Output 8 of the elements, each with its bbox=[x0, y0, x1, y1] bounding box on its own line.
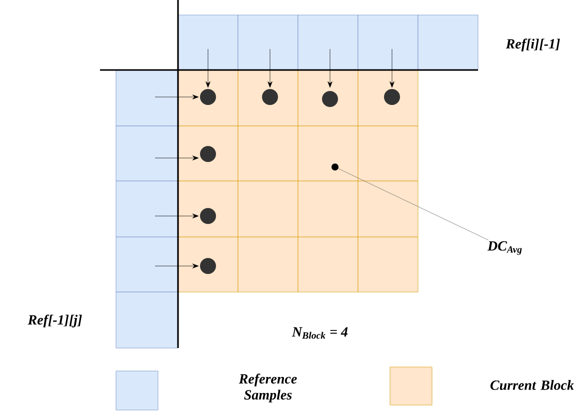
legend-label: Current Block bbox=[490, 380, 574, 390]
reference-label: Ref[i][-1] bbox=[506, 38, 560, 52]
leader-line bbox=[338, 168, 489, 240]
dc-average-label: DC$_{Avg}$ bbox=[487, 241, 522, 255]
reference-label: Ref[-1][j] bbox=[28, 314, 82, 328]
sample-dot bbox=[332, 164, 338, 170]
legend-label: Reference Samples bbox=[238, 374, 297, 402]
block-size-label: N$_{Block}$ = 4 bbox=[292, 327, 348, 339]
